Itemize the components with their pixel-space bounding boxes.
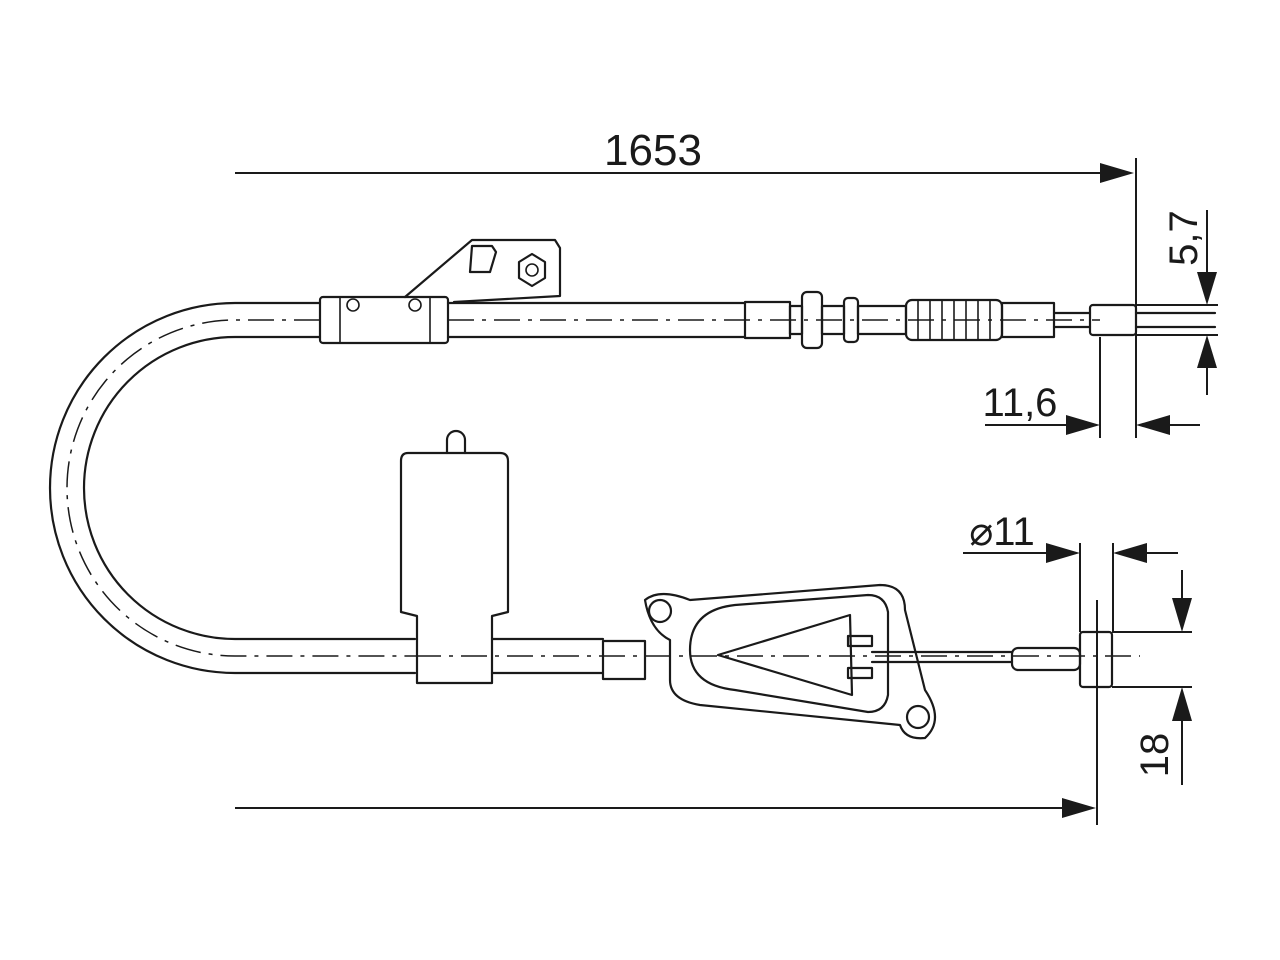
triangular-bracket bbox=[643, 583, 937, 740]
top-length-label: 11,6 bbox=[983, 381, 1058, 425]
top-diameter-label: 5,7 bbox=[1162, 210, 1206, 266]
bottom-length-label: 18 bbox=[1133, 733, 1177, 778]
bracket-slot bbox=[468, 244, 498, 274]
bottom-cable-run bbox=[399, 429, 1140, 740]
dimension-overall: 1653 bbox=[235, 126, 1137, 825]
cable-clip bbox=[399, 429, 510, 685]
bottom-diameter-label: ⌀11 bbox=[969, 510, 1035, 554]
dimension-top-length: 11,6 bbox=[983, 337, 1200, 438]
mounting-bracket bbox=[403, 238, 562, 304]
sleeve-hole bbox=[346, 298, 360, 312]
bottom-crimp bbox=[1010, 646, 1082, 672]
dimension-top-diameter: 5,7 bbox=[1136, 210, 1218, 395]
top-cable-run bbox=[318, 238, 1217, 350]
bracket-hole bbox=[647, 598, 673, 624]
end-sleeve bbox=[1000, 301, 1056, 339]
sleeve-hole bbox=[408, 298, 422, 312]
dimension-bottom-diameter: ⌀11 bbox=[963, 510, 1178, 632]
cable-sheath bbox=[48, 301, 417, 675]
bracket-hole bbox=[905, 704, 931, 730]
overall-length-label: 1653 bbox=[604, 126, 702, 175]
hex-nut-icon bbox=[517, 252, 547, 288]
dimension-bottom-length: 18 bbox=[1112, 570, 1192, 785]
bottom-ferrule bbox=[601, 639, 647, 681]
